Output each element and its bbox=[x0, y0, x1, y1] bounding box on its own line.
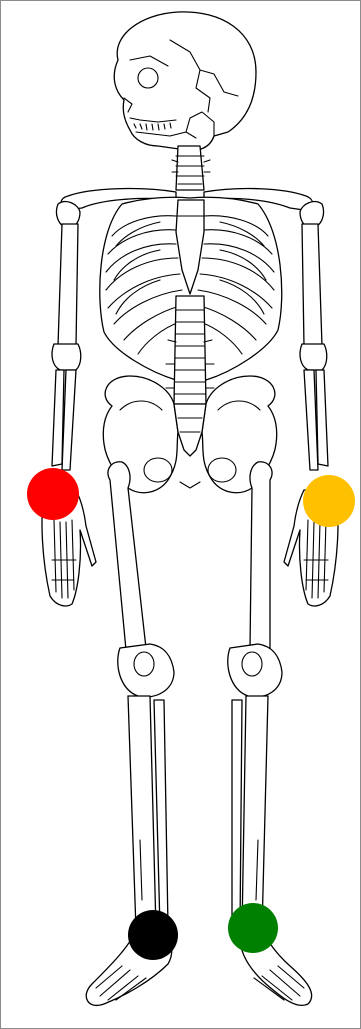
marker-right-wrist[interactable] bbox=[27, 468, 79, 520]
skull bbox=[114, 12, 256, 151]
arm-left bbox=[284, 202, 338, 606]
arm-right bbox=[42, 202, 96, 606]
cervical-spine bbox=[172, 146, 210, 190]
marker-left-ankle[interactable] bbox=[228, 903, 278, 953]
marker-right-ankle[interactable] bbox=[128, 910, 178, 960]
marker-left-wrist[interactable] bbox=[303, 475, 355, 527]
